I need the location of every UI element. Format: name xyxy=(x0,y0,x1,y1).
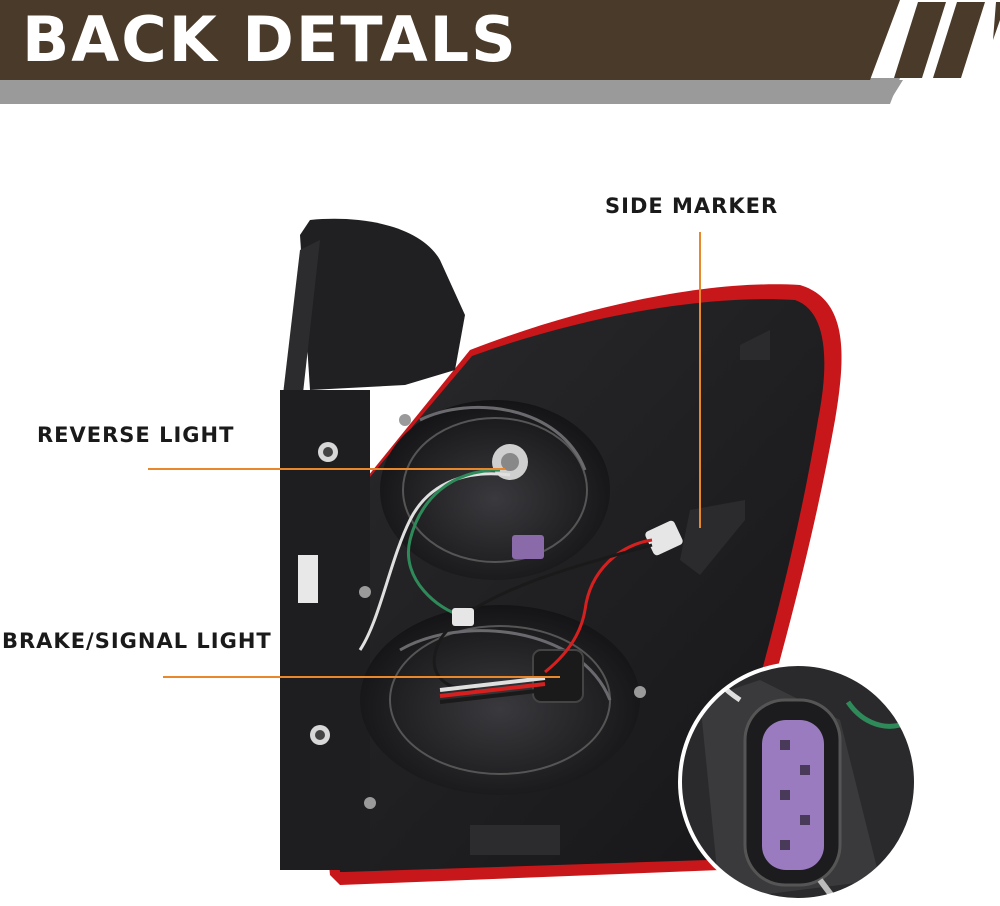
header-banner: BACK DETALS xyxy=(0,0,1000,110)
reverse-bowl xyxy=(380,400,610,580)
page-title: BACK DETALS xyxy=(22,3,518,76)
brake-bowl xyxy=(360,605,640,795)
connector-closeup xyxy=(680,664,916,900)
side-marker-label: SIDE MARKER xyxy=(605,194,779,218)
side-marker-socket xyxy=(645,520,683,556)
mounting-bracket xyxy=(300,218,465,390)
brake-signal-light-label: BRAKE/SIGNAL LIGHT xyxy=(2,629,272,653)
reverse-light-label: REVERSE LIGHT xyxy=(37,423,235,447)
banner-shape xyxy=(0,0,1000,104)
